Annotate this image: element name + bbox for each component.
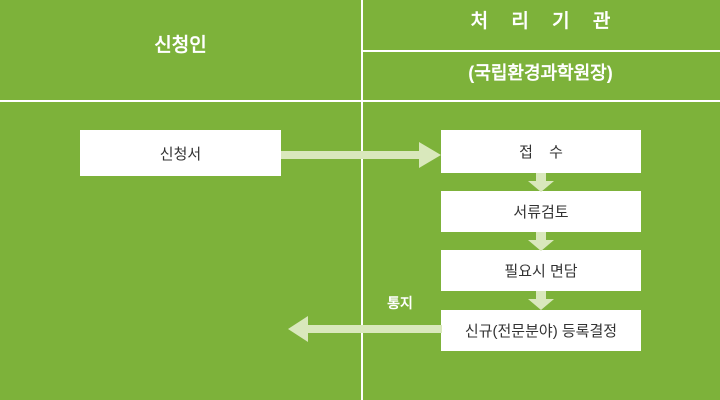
node-registration-decision: 신규(전문분야) 등록결정	[441, 310, 641, 351]
agency-column-subheader: (국립환경과학원장)	[468, 63, 613, 83]
node-interview-if-needed: 필요시 면담	[441, 250, 641, 291]
agency-header-divider	[361, 50, 720, 52]
arrow-right-icon	[281, 142, 441, 168]
arrow-down-icon	[528, 173, 554, 192]
node-document-review: 서류검토	[441, 191, 641, 232]
notification-label: 통지	[387, 295, 413, 311]
arrow-down-icon	[528, 291, 554, 310]
header-body-divider	[0, 100, 720, 102]
agency-column-header: 처 리 기 관	[470, 11, 620, 32]
arrow-down-icon	[528, 232, 554, 251]
node-receipt: 접 수	[441, 130, 641, 173]
column-divider	[361, 0, 363, 400]
applicant-column-header: 신청인	[154, 35, 207, 56]
node-application-form: 신청서	[80, 130, 281, 176]
arrow-left-icon	[288, 316, 442, 342]
